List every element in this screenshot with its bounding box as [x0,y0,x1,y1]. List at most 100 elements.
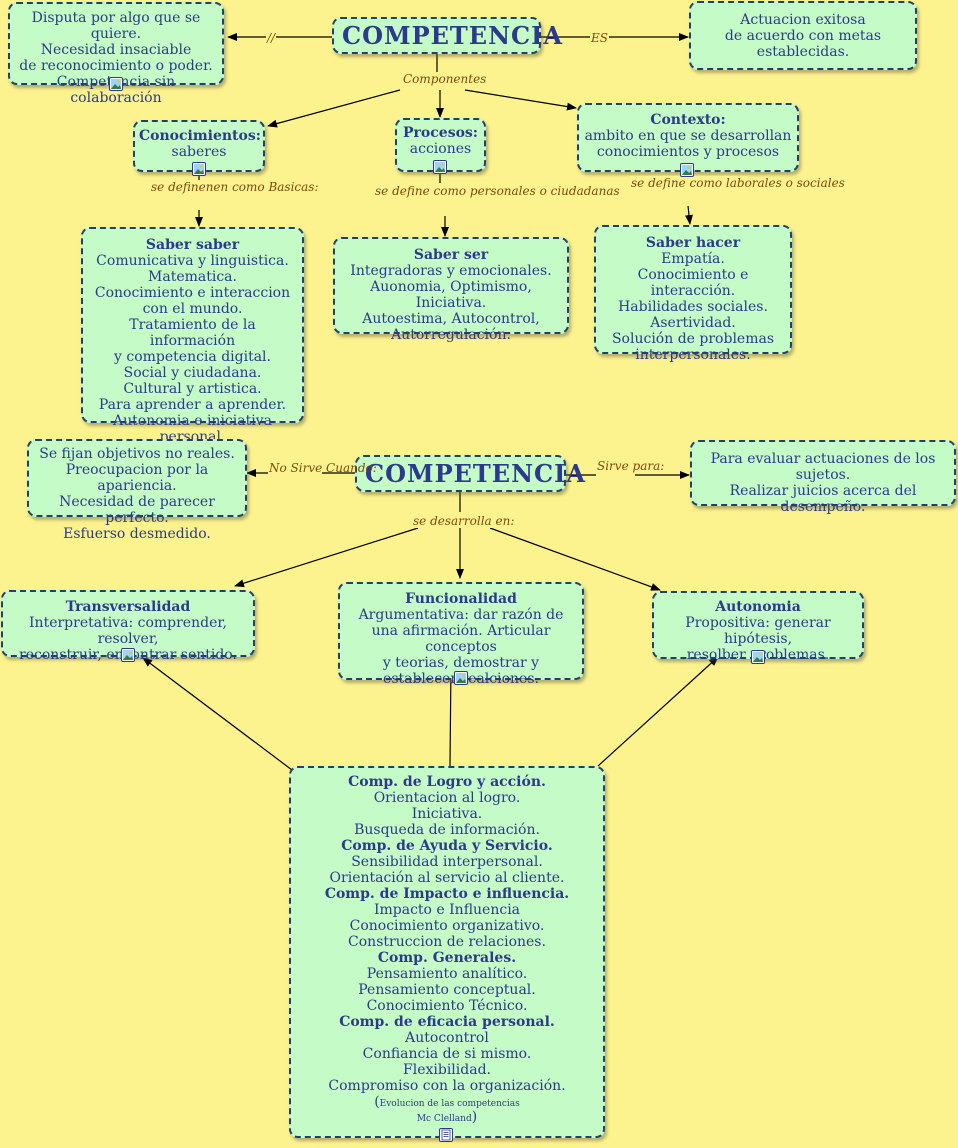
group-line: Sensibilidad interpersonal. [351,854,543,870]
group-line: Flexibilidad. [403,1062,491,1078]
image-resource-icon[interactable] [433,160,447,174]
basicas-line-1: se definenen [151,180,229,194]
edge-label-basicas: se definenen como Basicas: [150,180,319,194]
saber-hacer-line: Conocimiento e interacción. [637,267,749,299]
edge-to-conocimientos [267,89,401,128]
group-line: Construccion de relaciones. [348,934,546,950]
document-resource-icon[interactable] [439,1128,453,1142]
saber-hacer-line: Habilidades sociales. [618,299,768,315]
edge-label-componentes: Componentes [402,72,488,86]
transversalidad-title: Transversalidad [65,599,191,615]
node-saber-saber[interactable]: Saber saber Comunicativa y linguistica. … [81,227,304,445]
image-resource-icon[interactable] [680,163,694,177]
autonomia-line: Propositiva: generar hipótesis, [685,615,831,647]
group-title-eficacia: Comp. de eficacia personal. [339,1014,555,1030]
edge-to-contexto [464,89,577,111]
saber-hacer-line: Asertividad. [650,315,736,331]
edge-label-sirve: Sirve para: [596,459,664,473]
group-line: Busqueda de información. [354,822,540,838]
funcionalidad-line: Argumentativa: dar razón de [358,607,564,623]
saber-ser-line: Autoestima, Autocontrol, [362,311,540,327]
node-disputa[interactable]: Disputa por algo que se quiere. Necesida… [8,2,224,106]
saber-ser-line: Integradoras y emocionales. [350,263,552,279]
group-line: Conocimiento organizativo. [349,918,545,934]
group-line: Compromiso con la organización. [328,1078,566,1094]
paren-open: ( [374,1094,380,1110]
edge-to-autonomia [489,527,661,591]
edge-label-not-equal: // [266,31,277,45]
node-sirve[interactable]: Para evaluar actuaciones de los sujetos.… [690,440,956,515]
contexto-title: Contexto: [650,112,726,128]
competencia-node-middle[interactable]: COMPETENCIA [355,455,585,492]
node-autonomia[interactable]: Autonomia Propositiva: generar hipótesis… [652,591,864,663]
group-line: Iniciativa. [411,806,483,822]
node-funcionalidad[interactable]: Funcionalidad Argumentativa: dar razón d… [338,582,584,687]
saber-saber-line: Para aprender a aprender. [98,397,287,413]
saber-saber-line: y competencia digital. [114,349,271,365]
no-sirve-line: Necesidad de parecer perfecto. [59,494,215,526]
sirve-line: Para evaluar actuaciones de los sujetos. [710,451,936,483]
saber-hacer-line: Solución de problemas [611,331,775,347]
conocimientos-text: saberes [171,144,227,160]
saber-ser-title: Saber ser [413,247,489,263]
competencia-node-top[interactable]: COMPETENCIA [332,17,562,54]
image-resource-icon[interactable] [751,650,765,664]
saber-ser-line: Auonomia, Optimismo, Iniciativa. [370,279,532,311]
saber-saber-line: Conocimiento e interaccion [94,285,291,301]
actuacion-line-2: de acuerdo con metas [724,28,882,44]
group-line: Orientación al servicio al cliente. [329,870,565,886]
node-transversalidad[interactable]: Transversalidad Interpretativa: comprend… [1,590,255,663]
contexto-line-2: conocimientos y procesos [596,144,780,160]
edge-bottom-autonomia [597,656,719,767]
node-actuacion[interactable]: Actuacion exitosa de acuerdo con metas e… [689,1,917,70]
image-resource-icon[interactable] [454,671,468,685]
funcionalidad-line: y teorias, demostrar y [382,655,540,671]
saber-ser-line: Autorregulación. [391,327,511,343]
saber-saber-line: Matematica. [148,269,237,285]
saber-saber-line: Tratamiento de la información [129,317,256,349]
source-note: (Evolucion de las competencias [295,1094,599,1110]
edge-laborales-saberhacer [685,205,693,225]
group-title-impacto: Comp. de Impacto e influencia. [324,886,570,902]
group-line: Impacto e Influencia [373,902,521,918]
image-resource-icon[interactable] [192,162,206,176]
transversalidad-line: Interpretativa: comprender, resolver, [29,615,227,647]
group-line: Confiancia de si mismo. [362,1046,532,1062]
node-no-sirve[interactable]: Se fijan objetivos no reales. Preocupaci… [27,439,247,542]
edge-label-personales: se define como personales o ciudadanas [374,184,620,198]
image-resource-icon[interactable] [109,77,123,91]
procesos-title: Procesos: [403,125,478,141]
personales-line-2: personales o ciudadanas [469,184,620,198]
source-note-line-2: Mc Clelland [416,1114,472,1124]
contexto-line-1: ambito en que se desarrollan [584,128,792,144]
funcionalidad-title: Funcionalidad [405,591,517,607]
node-saber-ser[interactable]: Saber ser Integradoras y emocionales. Au… [333,237,569,343]
node-competencias-list[interactable]: Comp. de Logro y acción. Orientacion al … [289,766,605,1138]
saber-hacer-title: Saber hacer [645,235,741,251]
personales-line-1: se define como [375,184,467,198]
saber-saber-line: Cultural y artistica. [123,381,262,397]
saber-saber-line: Social y ciudadana. [123,365,262,381]
edge-label-es: ES [590,31,609,45]
edge-bottom-transversalidad [142,657,293,771]
sirve-label-2: para: [632,459,665,473]
laborales-line-1: se define como [631,176,723,190]
saber-hacer-line: interpersonales. [635,347,751,363]
actuacion-line-3: establecidas. [756,44,850,60]
source-note-2: Mc Clelland) [295,1110,599,1126]
group-line: Conocimiento Técnico. [366,998,528,1014]
no-sirve-label-1: No Sirve [269,461,323,475]
edge-to-transversalidad [234,527,419,588]
group-line: Orientacion al logro. [373,790,521,806]
saber-hacer-line: Empatía. [661,251,725,267]
sirve-line: Realizar juicios acerca del desempeño. [729,483,917,515]
autonomia-title: Autonomia [715,599,801,615]
node-saber-hacer[interactable]: Saber hacer Empatía. Conocimiento e inte… [594,225,792,363]
conocimientos-title: Conocimientos: [139,128,261,144]
image-resource-icon[interactable] [121,648,135,662]
laborales-line-2: laborales o sociales [725,176,845,190]
group-title-ayuda: Comp. de Ayuda y Servicio. [341,838,553,854]
saber-saber-title: Saber saber [145,237,240,253]
group-line: Pensamiento conceptual. [358,982,536,998]
node-contexto[interactable]: Contexto: ambito en que se desarrollan c… [577,103,799,172]
